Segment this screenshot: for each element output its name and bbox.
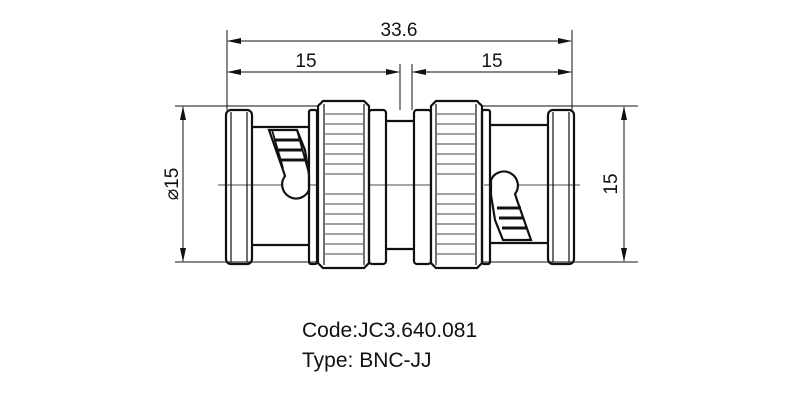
part-type: Type: BNC-JJ (302, 349, 432, 372)
right-knurl-lines (437, 113, 475, 255)
left-inner-ring (367, 108, 388, 266)
part-code: Code:JC3.640.081 (302, 319, 478, 342)
center-coupling (386, 119, 414, 251)
dimension-overall-label: 33.6 (381, 20, 418, 41)
right-bnc-plug (412, 99, 576, 270)
dimension-left-diameter-label: ⌀15 (162, 168, 183, 201)
dimension-left-half-label: 15 (295, 51, 316, 72)
left-knurl-lines (325, 113, 363, 255)
dimension-right-half-label: 15 (481, 51, 502, 72)
dimension-right-height-label: 15 (601, 173, 622, 194)
left-bnc-plug (224, 99, 371, 270)
bnc-connector-drawing: 33.6 15 15 ⌀15 15 (162, 20, 638, 270)
